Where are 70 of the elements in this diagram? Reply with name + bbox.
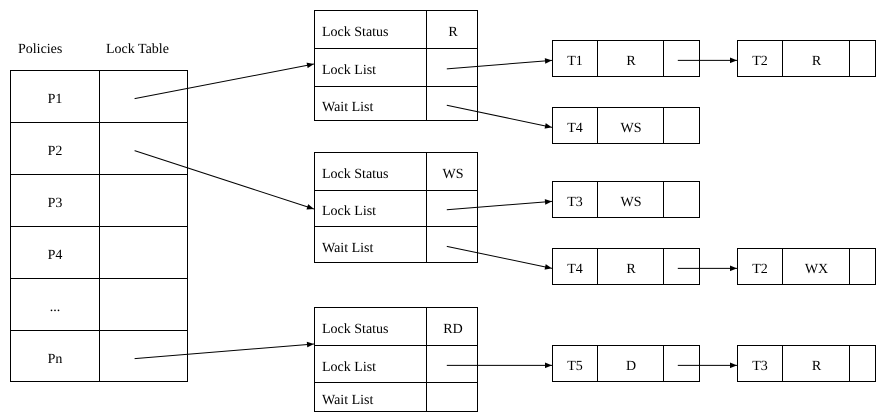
lock-entry-table	[314, 10, 478, 121]
table-cell: RD	[426, 308, 477, 346]
table-cell: Lock List	[315, 48, 427, 87]
table-cell: T4	[553, 108, 598, 143]
pointer-arrow	[677, 58, 738, 64]
pointer-arrow	[446, 104, 552, 129]
list-node	[737, 248, 876, 285]
pointer-cell	[426, 190, 477, 227]
list-node	[552, 40, 700, 77]
table-cell: T3	[553, 182, 598, 217]
pointer-cell	[99, 226, 187, 279]
lock-entry-table	[314, 152, 478, 263]
table-cell: WX	[782, 249, 850, 284]
pointer-arrow	[446, 58, 552, 70]
lock-table	[10, 70, 188, 382]
pointer-cell	[99, 330, 187, 381]
table-cell: P4	[11, 226, 100, 279]
pointer-arrow	[134, 62, 314, 100]
table-cell: T3	[738, 346, 783, 381]
table-cell: ...	[11, 278, 100, 331]
table-cell: R	[426, 11, 477, 49]
table-cell: T5	[553, 346, 598, 381]
pointer-arrow	[134, 342, 314, 360]
pointer-arrow	[134, 150, 314, 210]
pointer-cell	[426, 86, 477, 120]
column-heading: Policies	[18, 42, 62, 58]
pointer-cell	[99, 122, 187, 175]
table-cell: R	[597, 41, 664, 76]
table-cell: Lock Status	[315, 11, 427, 49]
pointer-arrow	[677, 362, 738, 368]
table-cell: Lock Status	[315, 308, 427, 346]
table-cell: T4	[553, 249, 598, 284]
table-cell: Wait List	[315, 86, 427, 120]
pointer-cell	[426, 48, 477, 87]
list-node	[552, 107, 700, 144]
pointer-arrow	[446, 362, 552, 368]
column-heading: Lock Table	[106, 42, 169, 58]
table-cell: Lock List	[315, 190, 427, 227]
list-node	[552, 181, 700, 218]
pointer-cell	[426, 345, 477, 383]
table-cell: T2	[738, 249, 783, 284]
pointer-cell	[426, 382, 477, 411]
table-cell: R	[782, 41, 850, 76]
pointer-cell	[99, 174, 187, 227]
list-node	[552, 248, 700, 285]
pointer-arrow	[677, 266, 738, 272]
table-cell: WS	[597, 182, 664, 217]
lock-entry-table	[314, 307, 478, 412]
table-cell: Wait List	[315, 226, 427, 262]
table-cell: Lock List	[315, 345, 427, 383]
table-cell: P3	[11, 174, 100, 227]
table-cell: D	[597, 346, 664, 381]
pointer-arrow	[446, 199, 552, 210]
list-node	[737, 40, 876, 77]
pointer-cell	[426, 226, 477, 262]
pointer-cell	[99, 278, 187, 331]
table-cell: T2	[738, 41, 783, 76]
table-cell: WS	[597, 108, 664, 143]
table-cell: P2	[11, 122, 100, 175]
table-cell: Pn	[11, 330, 100, 381]
table-cell: R	[597, 249, 664, 284]
table-cell: P1	[11, 71, 100, 123]
pointer-arrow	[446, 246, 552, 270]
table-cell: Wait List	[315, 382, 427, 411]
list-node	[737, 345, 876, 382]
table-cell: T1	[553, 41, 598, 76]
table-cell: R	[782, 346, 850, 381]
table-cell: Lock Status	[315, 153, 427, 191]
table-cell: WS	[426, 153, 477, 191]
list-node	[552, 345, 700, 382]
